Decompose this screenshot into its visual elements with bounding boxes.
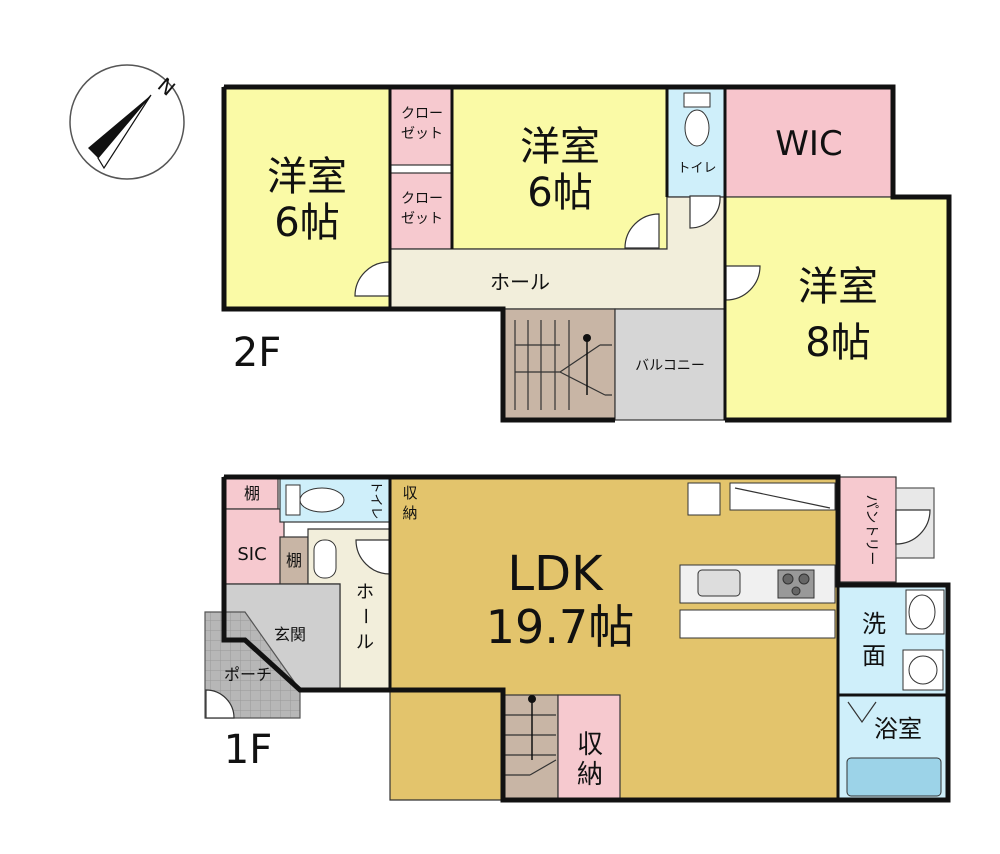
washroom-label-a-1f: 洗	[862, 610, 886, 638]
floor-label-2f: 2F	[233, 330, 281, 376]
toilet-fixture-1f	[285, 484, 345, 579]
interior-walls-1f	[388, 477, 948, 800]
closet-2-label-b-2f: ゼット	[401, 211, 443, 227]
staircase-1f	[503, 695, 557, 776]
storage-top-label-b-1f: 納	[402, 504, 417, 522]
floor-label-1f: 1F	[224, 727, 272, 773]
door-pantry-1f	[895, 509, 931, 545]
storage-bottom-label-b-1f: 納	[577, 760, 603, 790]
storage-bottom-label-a-1f: 収	[577, 730, 603, 760]
storage-top-label-a-1f: 収	[402, 484, 417, 502]
wic-label-2f: WIC	[775, 124, 842, 164]
room-east-size-2f: 8帖	[805, 320, 870, 366]
washroom-label-b-1f: 面	[862, 642, 886, 670]
door-hall-1f	[355, 539, 391, 575]
toilet-label-2f: トイレ	[677, 161, 716, 176]
door-east-2f	[725, 265, 761, 301]
stairs-1f	[502, 694, 559, 801]
hall-label-a-1f: ホ	[356, 582, 374, 603]
ldk-name-1f: LDK	[507, 546, 604, 602]
room-west-size-2f: 6帖	[274, 200, 339, 246]
exterior-wall-2f	[221, 84, 952, 423]
floor-2: 洋室 6帖 クロー ゼット クロー ゼット 洋室 6帖 トイレ WIC ホール …	[221, 84, 952, 423]
porch-label-1f: ポーチ	[224, 665, 272, 684]
balcony-2f	[614, 308, 726, 421]
door-center-2f	[624, 213, 660, 249]
compass-north-icon: N	[69, 64, 185, 180]
stairs-2f	[502, 308, 616, 421]
storage-bottom-1f	[557, 694, 621, 801]
room-east-name-2f: 洋室	[798, 264, 878, 310]
hall-label-c-1f: ル	[356, 632, 374, 653]
sic-label-1f: SIC	[237, 544, 266, 565]
door-west-2f	[354, 261, 390, 297]
door-porch-1f	[205, 689, 235, 719]
hall-label-b-1f: ー	[354, 607, 375, 625]
washbasin-1f	[902, 589, 945, 691]
closet-1-label-a-2f: クロー	[401, 106, 443, 122]
ldk-size-1f: 19.7帖	[486, 600, 634, 654]
entrance-label-1f: 玄関	[274, 625, 306, 644]
door-toilet-2f	[689, 195, 721, 229]
toilet-label-1f: トイレ	[368, 480, 383, 519]
floor-1: 棚 SIC 棚 トイレ 収 納 ホ ー ル 玄関 ポーチ LDK 19.7帖 収…	[204, 474, 951, 803]
room-west-name-2f: 洋室	[267, 154, 347, 200]
room-center-size-2f: 6帖	[527, 170, 592, 216]
balcony-label-2f: バルコニー	[635, 358, 705, 374]
wic-2f	[724, 86, 894, 198]
interior-walls-2f	[388, 87, 727, 420]
closet-1-label-b-2f: ゼット	[401, 126, 443, 142]
kitchen-counter-1f	[679, 482, 836, 639]
shelf-1-label-1f: 棚	[244, 484, 260, 503]
staircase-2f	[514, 320, 612, 410]
room-center-name-2f: 洋室	[520, 124, 600, 170]
hall-label-2f: ホール	[490, 270, 550, 294]
shelf-2-label-1f: 棚	[286, 551, 302, 570]
pantry-label-1f: パントリー	[863, 495, 879, 566]
bathtub-1f	[846, 701, 942, 797]
closet-2-label-a-2f: クロー	[401, 191, 443, 207]
bathroom-label-1f: 浴室	[874, 715, 922, 743]
toilet-fixture-2f	[683, 92, 711, 147]
